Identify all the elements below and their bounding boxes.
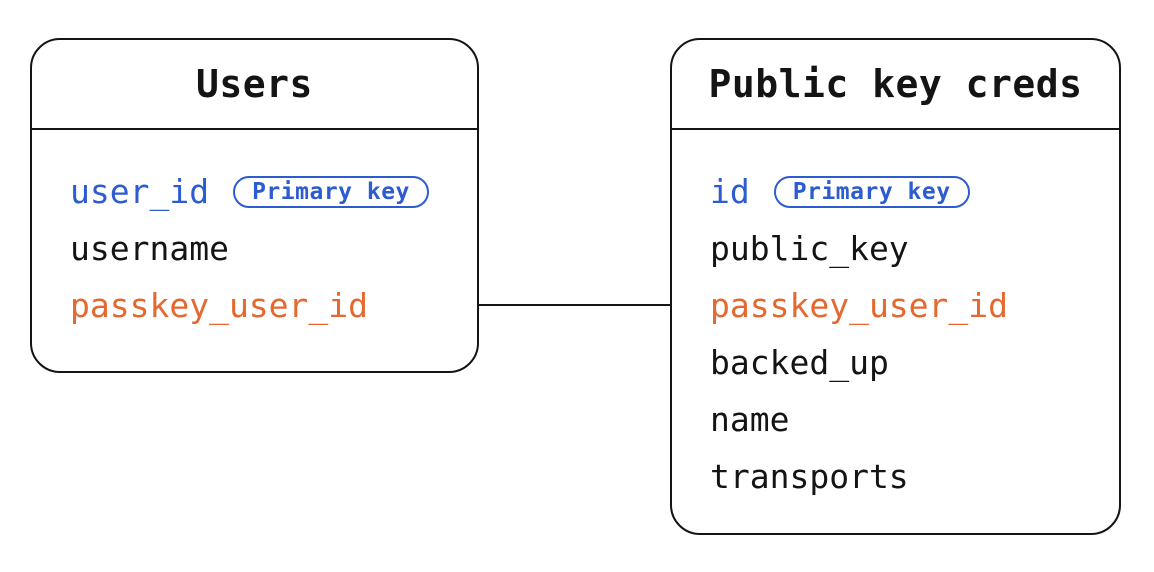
field-row: username [70,220,457,277]
field-row: passkey_user_id [70,277,457,334]
table-node-users[interactable]: Users user_id Primary key username passk… [30,38,479,373]
table-header: Public key creds [672,40,1119,130]
field-row: user_id Primary key [70,163,457,220]
table-title: Users [196,62,313,106]
field-name: public_key [710,229,909,268]
field-name: user_id [70,172,210,211]
field-row: public_key [710,220,1099,277]
field-row: backed_up [710,334,1099,391]
field-name: name [710,400,790,439]
field-name: passkey_user_id [710,286,1009,325]
primary-key-badge: Primary key [233,175,429,208]
field-name: id [710,172,750,211]
field-name: passkey_user_id [70,286,369,325]
primary-key-badge: Primary key [773,175,970,208]
field-row: name [710,391,1099,448]
table-body: id Primary key public_key passkey_user_i… [672,130,1119,505]
field-name: backed_up [710,343,889,382]
field-name: username [70,229,229,268]
field-row: id Primary key [710,163,1099,220]
table-title: Public key creds [708,62,1083,106]
field-row: transports [710,448,1099,505]
field-row: passkey_user_id [710,277,1099,334]
table-header: Users [32,40,477,130]
table-body: user_id Primary key username passkey_use… [32,130,477,334]
field-name: transports [710,457,909,496]
relationship-connector [479,304,670,306]
table-node-public-key-creds[interactable]: Public key creds id Primary key public_k… [670,38,1121,535]
